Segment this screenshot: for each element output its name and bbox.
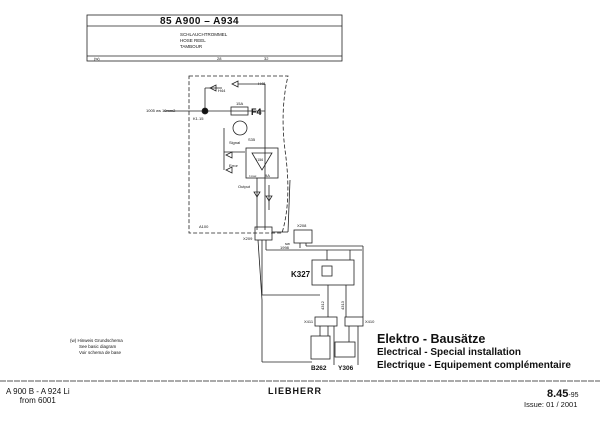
label-h48: H48 bbox=[258, 81, 266, 86]
module-y156 bbox=[245, 147, 279, 179]
brand-logo: LIEBHERR bbox=[268, 386, 323, 396]
serial-range: from 6001 bbox=[19, 396, 56, 405]
label-fuse-rating: 15A bbox=[236, 101, 243, 106]
section-titles: Elektro - Bausätze Electrical - Special … bbox=[377, 333, 571, 372]
label-k327: K327 bbox=[291, 270, 311, 279]
header-subtitles: SCHLAUCHTROMMEL HOSE REEL TAMBOUR bbox=[180, 32, 227, 50]
valve-y306 bbox=[334, 341, 356, 358]
switch-s35 bbox=[232, 120, 248, 136]
label-x410: X410 bbox=[365, 319, 375, 324]
label-wire-4312: 4312 bbox=[320, 300, 325, 310]
header-frame bbox=[86, 14, 343, 62]
header-ref-mark: (w) bbox=[94, 56, 100, 61]
label-output: Output bbox=[238, 184, 251, 189]
label-x411: X411 bbox=[304, 319, 314, 324]
label-k115: K1.15 bbox=[193, 116, 204, 121]
label-f4: F4 bbox=[251, 107, 262, 117]
label-b262: B262 bbox=[311, 365, 327, 372]
footer-models: A 900 B - A 924 Li from 6001 bbox=[6, 387, 70, 405]
subtitle-en: HOSE REEL bbox=[180, 38, 206, 43]
title-en: Electrical - Special installation bbox=[377, 347, 521, 358]
issue-date: Issue: 01 / 2001 bbox=[524, 400, 578, 409]
label-s35: S35 bbox=[248, 137, 256, 142]
label-signal: Signal bbox=[229, 140, 240, 145]
label-imax-value: 9A bbox=[265, 173, 270, 178]
connector-x411 bbox=[314, 316, 338, 327]
title-de: Elektro - Bausätze bbox=[377, 332, 486, 346]
label-error: Error bbox=[229, 163, 239, 168]
label-imax: I max bbox=[249, 174, 257, 178]
relay-k327 bbox=[311, 259, 355, 286]
connector-x410 bbox=[344, 316, 364, 327]
connector-x208 bbox=[293, 229, 313, 244]
note-line-en: See basic diagram bbox=[79, 344, 117, 349]
model-range: A 900 B - A 924 Li bbox=[6, 387, 70, 396]
connector-x209 bbox=[254, 226, 273, 241]
fuse-f4 bbox=[230, 106, 249, 116]
terminal-k115 bbox=[201, 107, 209, 115]
header-col-a: 28 bbox=[217, 56, 222, 61]
header-col-b: 32 bbox=[264, 56, 269, 61]
note-line-de: (w) Hinweis Grundschema bbox=[70, 338, 123, 343]
note-line-fr: Voir schema de base bbox=[79, 350, 122, 355]
label-x209: X209 bbox=[243, 236, 253, 241]
label-h44: H44 bbox=[218, 88, 226, 93]
subtitle-de: SCHLAUCHTROMMEL bbox=[180, 32, 228, 37]
label-wire-sw: sw bbox=[285, 241, 290, 246]
wire-note: 1005 ws 10mm2 bbox=[146, 108, 176, 113]
a100-boundary bbox=[188, 75, 289, 234]
label-y306: Y306 bbox=[338, 365, 354, 372]
header-title: 85 A900 – A934 bbox=[160, 16, 240, 27]
label-a100: A100 bbox=[199, 224, 209, 229]
page-number-main: 8.45 bbox=[547, 388, 569, 400]
title-fr: Electrique - Equipement complémentaire bbox=[377, 360, 571, 371]
basic-diagram-note: (w) Hinweis Grundschema See basic diagra… bbox=[70, 338, 123, 356]
sensor-b262 bbox=[310, 335, 331, 360]
label-wire-4313: 4313 bbox=[340, 300, 345, 310]
page-number-sub: -95 bbox=[568, 392, 579, 399]
subtitle-fr: TAMBOUR bbox=[180, 44, 203, 49]
page-number: 8.45-95 bbox=[547, 384, 579, 402]
label-y156: Y156 bbox=[255, 158, 263, 162]
label-wire-1998: 1998 bbox=[280, 245, 290, 250]
label-x208: X208 bbox=[297, 223, 307, 228]
